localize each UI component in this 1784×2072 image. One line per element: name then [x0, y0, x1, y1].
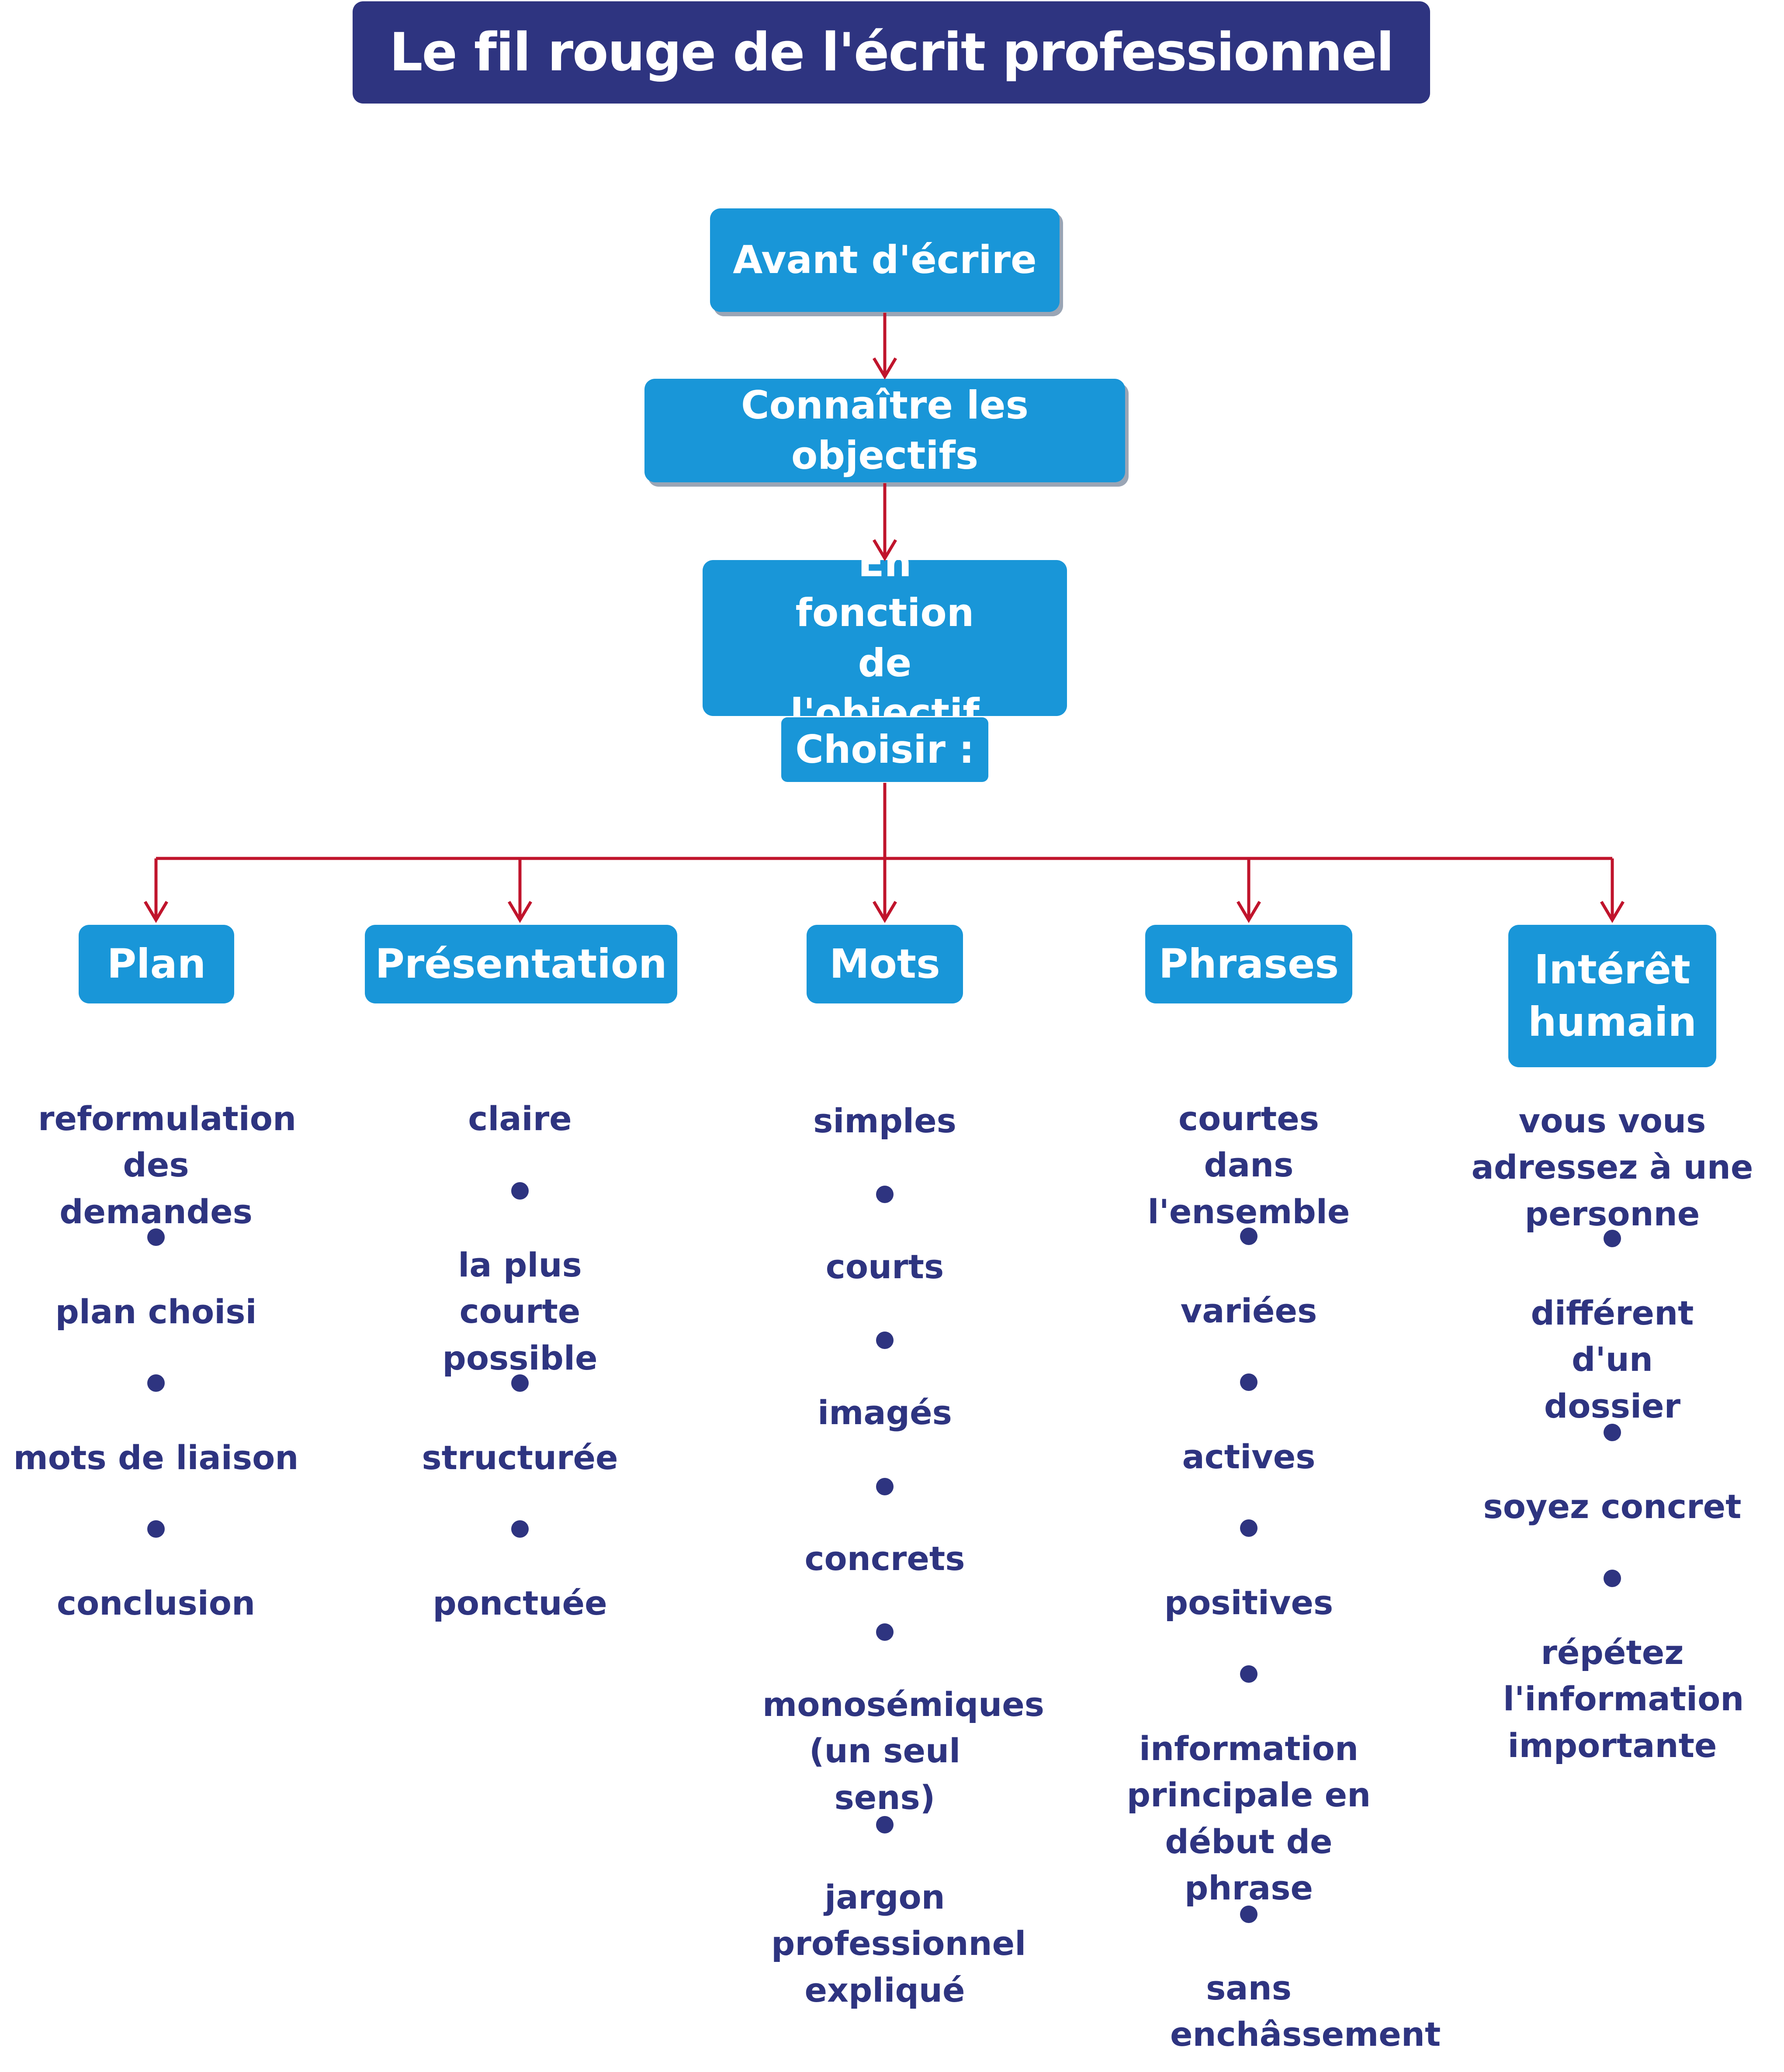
bullet-dot — [1240, 1519, 1257, 1537]
list-item: imagés — [666, 1390, 1103, 1436]
bullet-dot — [511, 1520, 529, 1538]
category-mots-label: Mots — [829, 938, 940, 990]
bullet-dot — [876, 1332, 894, 1349]
bullet-dot — [1240, 1906, 1257, 1923]
bullet-dot — [876, 1478, 894, 1495]
bullet-dot — [511, 1374, 529, 1392]
category-presentation-label: Présentation — [375, 938, 667, 990]
category-phrases-label: Phrases — [1159, 938, 1339, 990]
bullet-dot — [876, 1623, 894, 1641]
bullet-dot — [511, 1182, 529, 1200]
list-item: structurée — [301, 1435, 738, 1481]
category-mots: Mots — [807, 925, 963, 1003]
list-item: sans enchâssement — [1030, 1965, 1467, 2058]
bullet-dot — [147, 1374, 165, 1392]
bullet-dot — [147, 1520, 165, 1538]
list-item: répétez l'information importante — [1394, 1629, 1784, 1769]
bullet-dot — [1240, 1228, 1257, 1245]
bullet-dot — [876, 1186, 894, 1203]
category-interet-humain-label: Intérêt humain — [1526, 944, 1699, 1048]
bullet-dot — [1240, 1665, 1257, 1683]
bullet-dot — [1604, 1230, 1621, 1247]
category-plan: Plan — [79, 925, 234, 1003]
bullet-dot — [1604, 1424, 1621, 1441]
list-item: courts — [666, 1244, 1103, 1290]
bullet-dot — [1604, 1570, 1621, 1587]
list-item: concrets — [666, 1536, 1103, 1582]
bullet-dot — [1240, 1373, 1257, 1391]
category-plan-label: Plan — [107, 938, 206, 990]
bullet-dot — [876, 1816, 894, 1833]
list-item: ponctuée — [301, 1580, 738, 1626]
category-phrases: Phrases — [1145, 925, 1352, 1003]
list-item: différent d'un dossier — [1394, 1290, 1784, 1429]
list-item: vous vous adressez à une personne — [1394, 1098, 1784, 1237]
list-item: actives — [1030, 1434, 1467, 1480]
list-item: positives — [1030, 1580, 1467, 1626]
category-presentation: Présentation — [365, 925, 677, 1003]
category-interet-humain: Intérêt humain — [1508, 925, 1716, 1067]
list-item: soyez concret — [1394, 1484, 1784, 1530]
bullet-dot — [147, 1228, 165, 1246]
